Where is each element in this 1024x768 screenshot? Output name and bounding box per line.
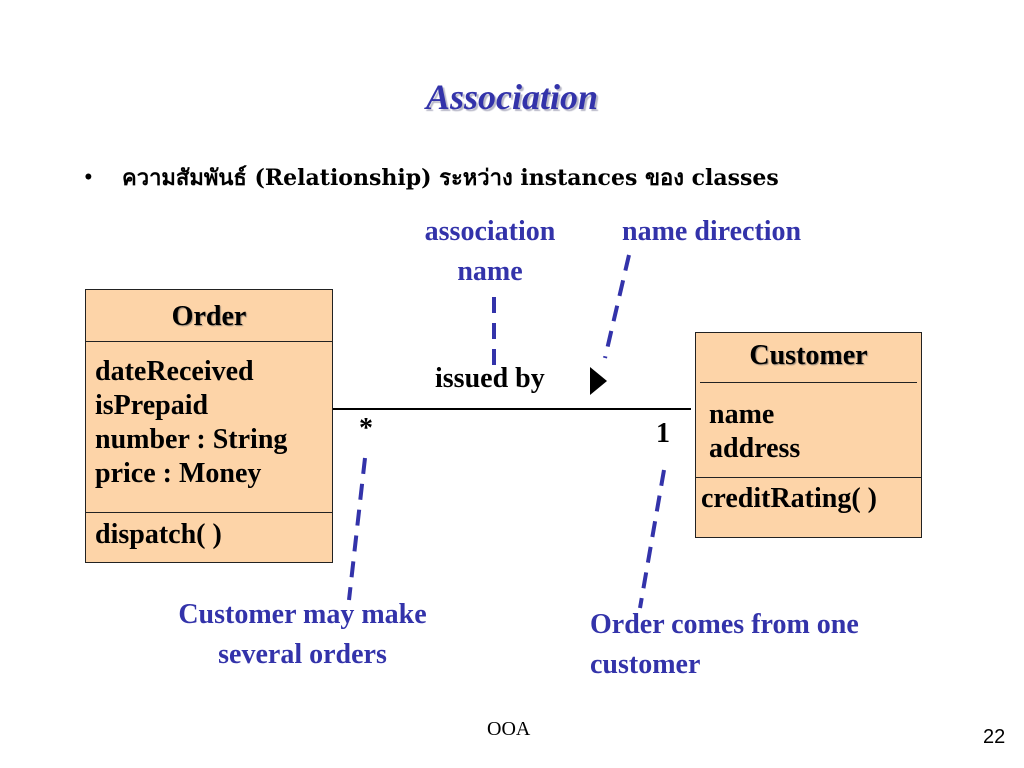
- many-note-leader: [347, 457, 367, 601]
- order-attribute: number : String: [95, 424, 288, 455]
- order-attribute: isPrepaid: [95, 390, 209, 421]
- customer-attribute: address: [709, 433, 801, 464]
- one-note-leader: [638, 469, 666, 609]
- customer-class: Customer name address creditRating( ): [695, 332, 922, 538]
- customer-attribute: name: [709, 399, 775, 430]
- customer-operation: creditRating( ): [701, 483, 877, 514]
- footer-text: OOA: [487, 718, 531, 740]
- order-class-name: Order: [86, 290, 332, 342]
- association-name-label: association name: [405, 212, 575, 292]
- name-direction-leader: [603, 254, 631, 359]
- bullet-text: ความสัมพันธ์ (Relationship) ระหว่าง inst…: [122, 165, 779, 191]
- many-multiplicity-note-line1: Customer may make: [178, 599, 427, 630]
- order-class: Order dateReceived isPrepaid number : St…: [85, 289, 333, 563]
- association-label: issued by: [435, 363, 545, 394]
- one-multiplicity-note-line1: Order comes from one: [590, 609, 859, 640]
- many-multiplicity-note-line2: several orders: [218, 639, 387, 670]
- one-multiplicity-note: Order comes from one customer: [590, 605, 859, 685]
- order-multiplicity: *: [359, 413, 373, 444]
- one-multiplicity-note-line2: customer: [590, 649, 701, 680]
- many-multiplicity-note: Customer may make several orders: [140, 595, 465, 675]
- order-attribute: dateReceived: [95, 356, 254, 387]
- order-operation: dispatch( ): [95, 519, 222, 550]
- customer-class-name: Customer: [700, 333, 917, 383]
- direction-arrow-icon: [590, 367, 607, 395]
- association-name-label-line2: name: [457, 256, 523, 287]
- slide-title: Association: [425, 77, 599, 117]
- association-name-label-line1: association: [424, 216, 556, 247]
- order-attribute: price : Money: [95, 458, 262, 489]
- order-operations: dispatch( ): [86, 513, 332, 552]
- page-number: 22: [983, 726, 1006, 748]
- name-direction-label: name direction: [622, 216, 802, 247]
- order-attributes: dateReceived isPrepaid number : String p…: [86, 342, 332, 513]
- bullet-item: • ความสัมพันธ์ (Relationship) ระหว่าง ins…: [84, 160, 779, 195]
- bullet-symbol: •: [84, 164, 93, 191]
- customer-multiplicity: 1: [656, 418, 670, 449]
- customer-operations: creditRating( ): [696, 478, 921, 516]
- customer-attributes: name address: [696, 383, 921, 478]
